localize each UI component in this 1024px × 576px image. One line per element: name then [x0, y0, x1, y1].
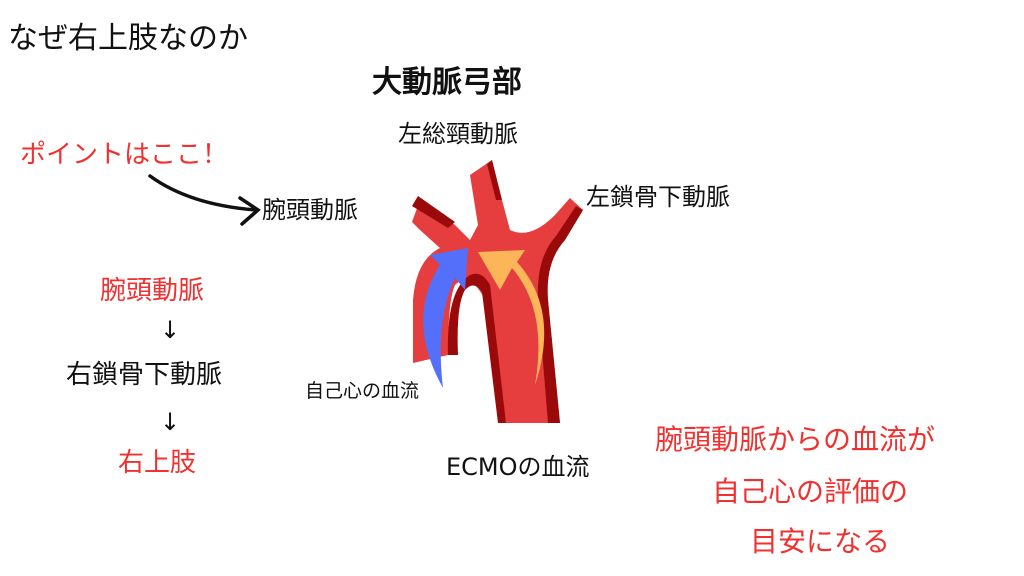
conclusion-line-1: 腕頭動脈からの血流が	[655, 423, 936, 456]
label-brachiocephalic: 腕頭動脈	[262, 196, 358, 224]
pathway-step-2: 右鎖骨下動脈	[66, 360, 223, 390]
native-flow-arrow	[423, 248, 468, 388]
label-point: ポイントはここ！	[20, 140, 229, 170]
page-title: なぜ右上肢なのか	[8, 21, 248, 56]
label-aortic-arch: 大動脈弓部	[372, 65, 522, 100]
ecmo-flow-arrow	[478, 250, 545, 385]
conclusion-line-3: 目安になる	[750, 525, 891, 558]
label-left-common-carotid: 左総頸動脈	[398, 120, 518, 148]
pathway-arrow-1: ↓	[160, 316, 181, 344]
pathway-step-1: 腕頭動脈	[100, 276, 205, 306]
label-left-subclavian: 左鎖骨下動脈	[586, 183, 730, 211]
pathway-arrow-2: ↓	[160, 408, 181, 436]
conclusion-line-2: 自己心の評価の	[712, 475, 909, 508]
pathway-step-3: 右上肢	[118, 448, 197, 478]
label-ecmo-flow: ECMOの血流	[446, 453, 590, 481]
pointer-arrow	[148, 174, 261, 226]
label-native-flow: 自己心の血流	[305, 380, 420, 402]
